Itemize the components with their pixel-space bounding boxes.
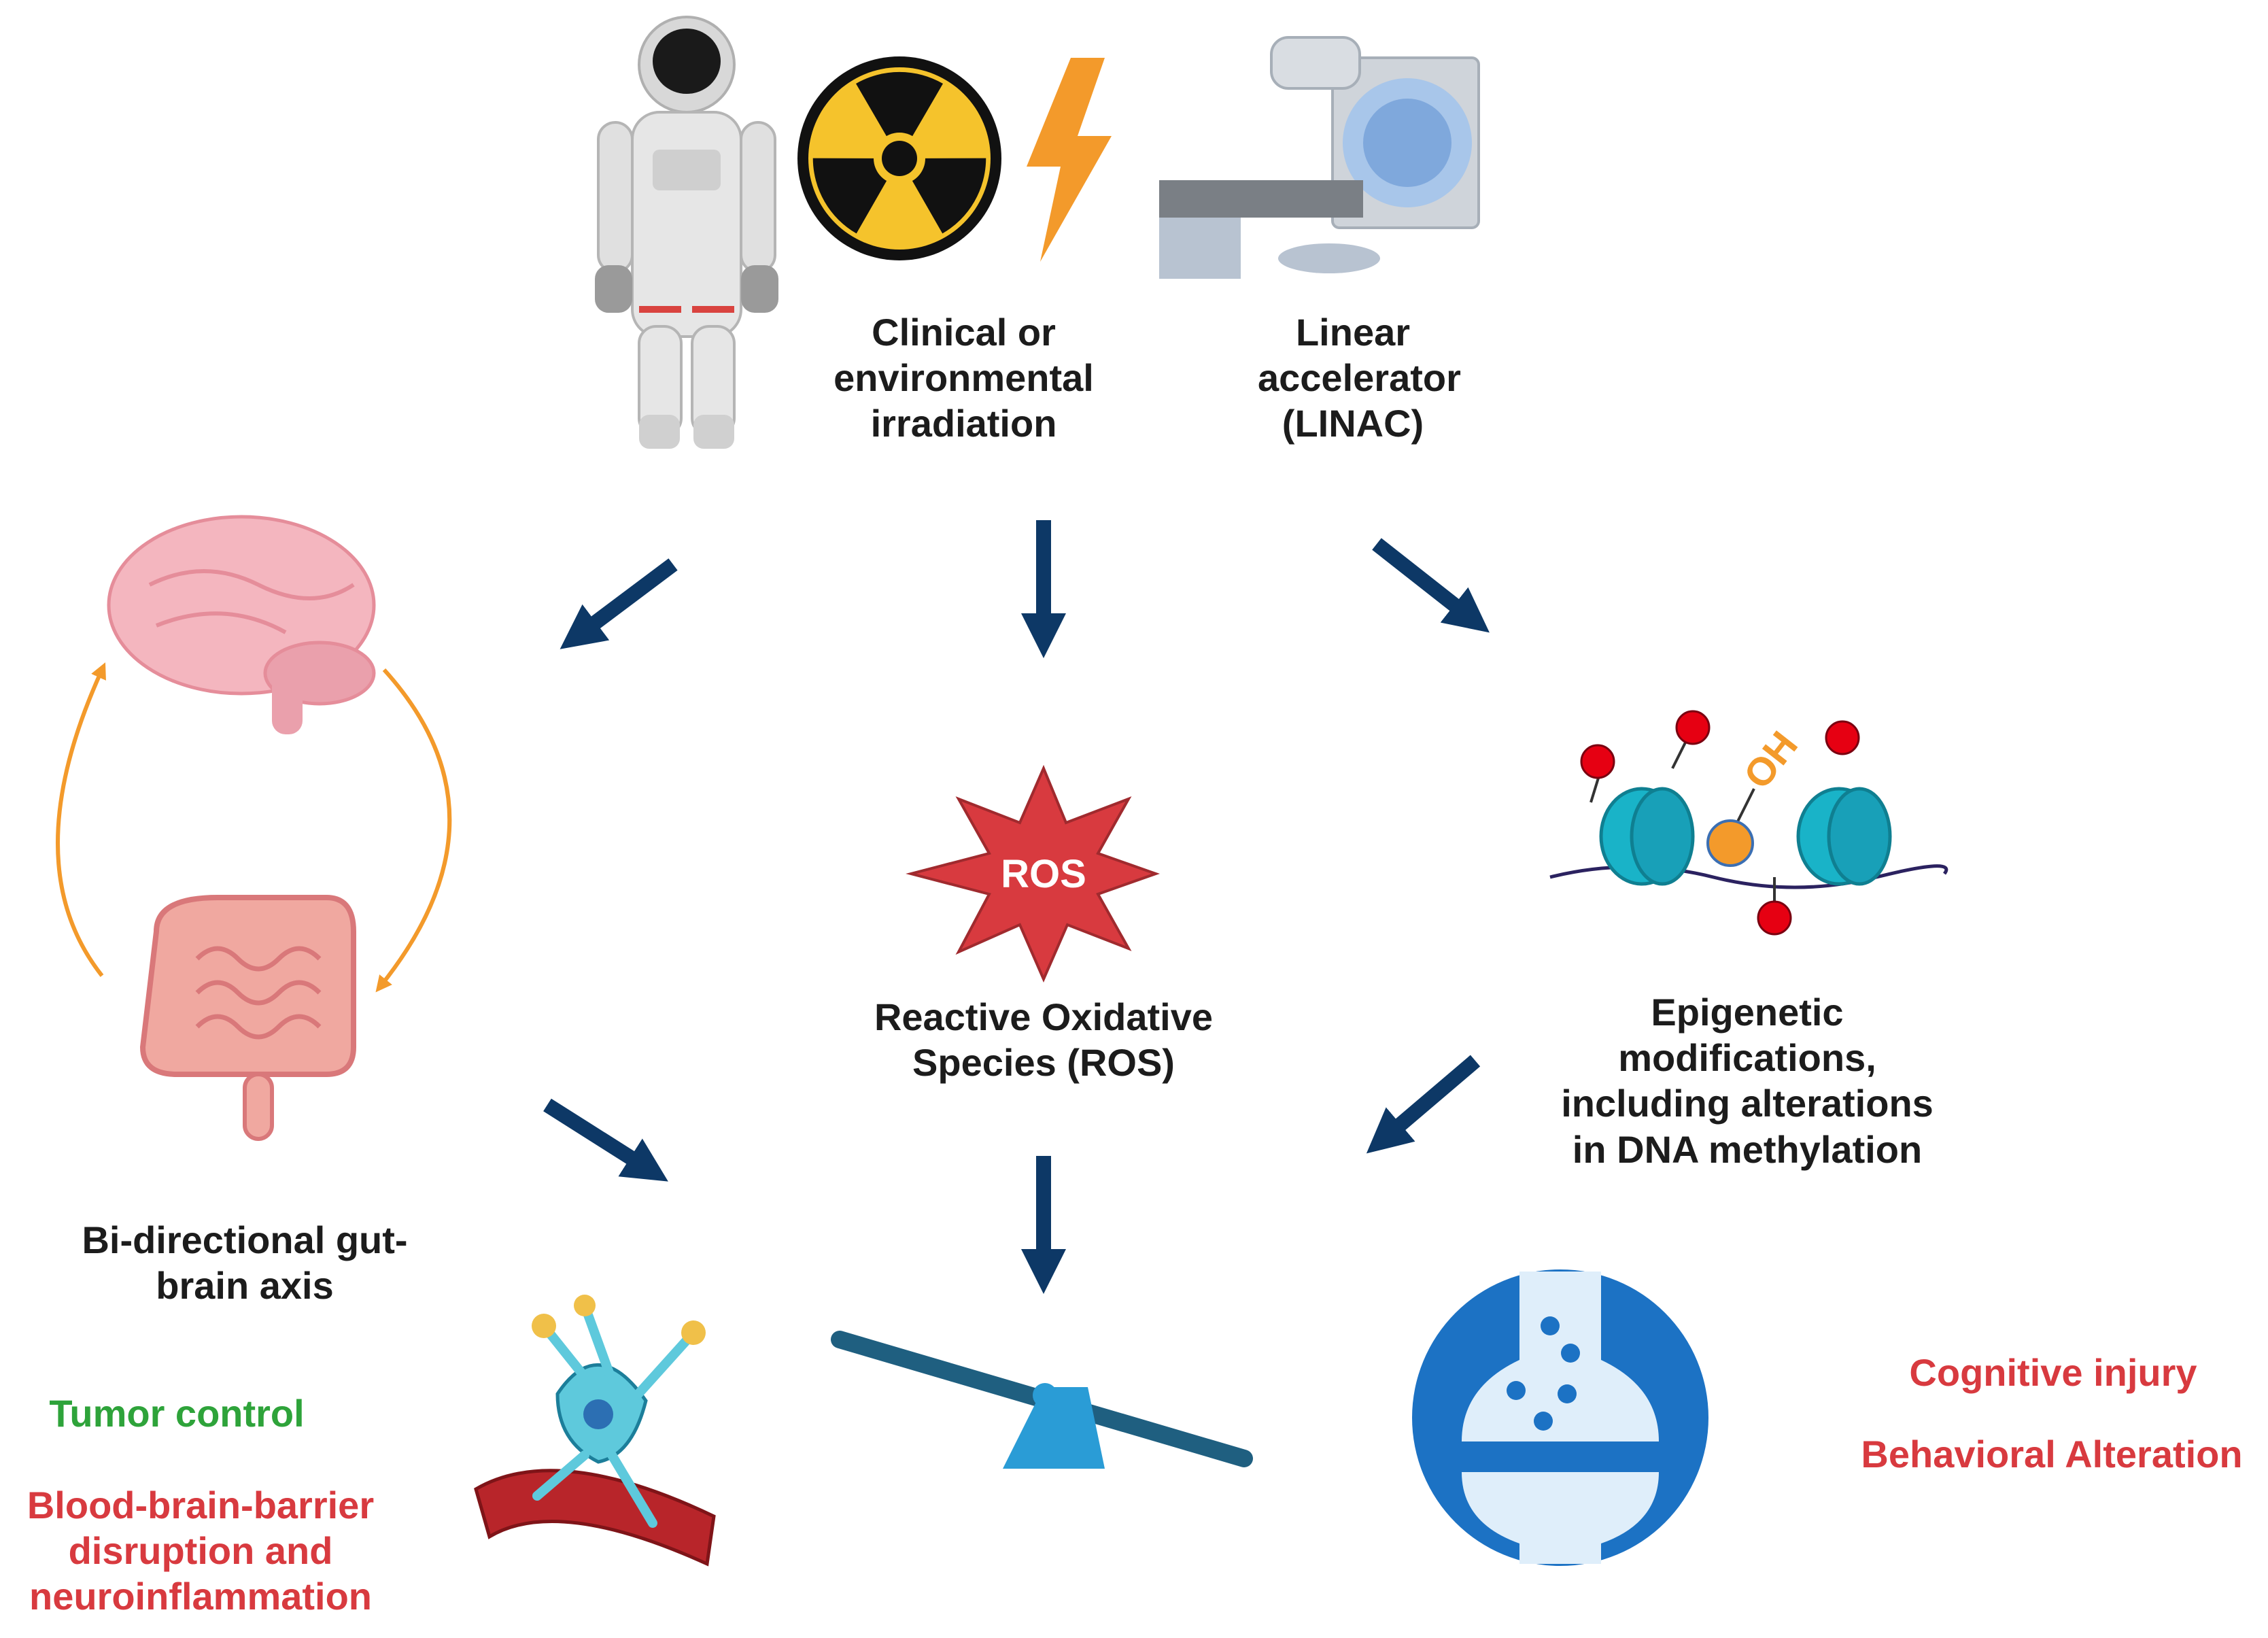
irradiation-label: Clinical or environmental irradiation — [834, 311, 1094, 445]
cycle-arrows — [56, 662, 452, 993]
balance-seesaw-icon — [831, 1331, 1253, 1469]
intestine-icon — [139, 895, 356, 1141]
lightning-icon — [1027, 58, 1112, 262]
arrow-to-epigenetic — [1372, 538, 1490, 633]
neuron-vessel-icon — [474, 1295, 716, 1567]
arrow-gut-to-balance — [543, 1098, 668, 1182]
arrow-to-gut-brain — [560, 558, 678, 649]
tumor-control-label: Tumor control — [49, 1392, 305, 1435]
ros-badge-text: ROS — [1001, 852, 1086, 896]
flow-arrows — [543, 520, 1490, 1294]
epigenetic-label: Epigenetic modifications, including alte… — [1561, 991, 1934, 1171]
ros-label: Reactive Oxidative Species (ROS) — [874, 995, 1214, 1085]
synapse-icon — [1412, 1269, 1708, 1566]
linac-machine-icon — [1159, 36, 1480, 279]
radiation-hazard-icon — [797, 56, 1001, 260]
ros-burst-icon — [906, 764, 1161, 983]
gut-brain-label: Bi-directional gut- brain axis — [82, 1218, 408, 1308]
brain-icon — [107, 515, 376, 734]
linac-label: Linear accelerator (LINAC) — [1258, 311, 1461, 445]
bbb-label: Blood-brain-barrier disruption and neuro… — [27, 1484, 375, 1618]
arrow-epi-to-balance — [1366, 1055, 1481, 1154]
astronaut-icon — [595, 16, 778, 449]
dna-methylation-icon — [1549, 710, 1948, 936]
cognitive-injury-label: Cognitive injury — [1909, 1351, 2197, 1394]
behavioral-alteration-label: Behavioral Alteration — [1861, 1433, 2243, 1475]
oh-label: OH — [1735, 723, 1806, 798]
